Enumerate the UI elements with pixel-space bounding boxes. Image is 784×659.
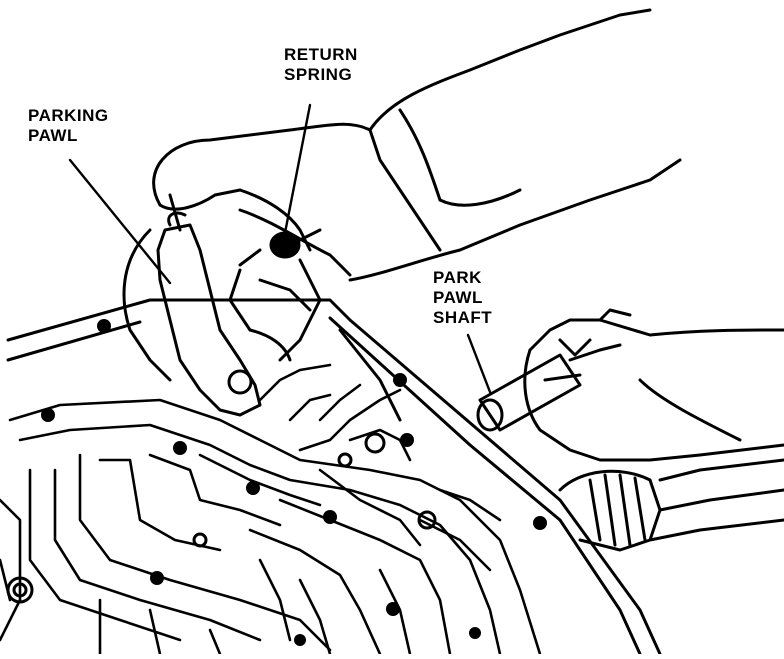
leader-park-pawl-shaft bbox=[466, 333, 492, 394]
valve-body bbox=[0, 363, 542, 656]
parking-pawl-part bbox=[156, 211, 262, 417]
parking-pawl-label: PARKING PAWL bbox=[28, 106, 109, 146]
park-pawl-shaft-label-line3: SHAFT bbox=[433, 308, 493, 327]
output-seal bbox=[558, 458, 784, 552]
park-pawl-shaft-label-line1: PARK bbox=[433, 268, 482, 287]
left-hand bbox=[122, 8, 682, 382]
parking-pawl-label-line2: PAWL bbox=[28, 126, 78, 145]
return-spring-label: RETURN SPRING bbox=[284, 45, 358, 85]
leader-parking-pawl bbox=[68, 158, 172, 285]
leader-return-spring bbox=[282, 103, 312, 240]
transmission-case bbox=[6, 298, 662, 656]
right-hand bbox=[523, 308, 784, 462]
leader-lines bbox=[68, 103, 492, 394]
parking-pawl-label-line1: PARKING bbox=[28, 106, 109, 125]
valve-body-ports bbox=[6, 432, 437, 604]
park-pawl-shaft-part bbox=[476, 353, 582, 432]
park-pawl-shaft-label-line2: PAWL bbox=[433, 288, 483, 307]
return-spring-label-line2: SPRING bbox=[284, 65, 353, 84]
park-pawl-shaft-label: PARK PAWL SHAFT bbox=[433, 268, 492, 328]
case-bolt-holes bbox=[41, 319, 547, 646]
return-spring-label-line1: RETURN bbox=[284, 45, 358, 64]
